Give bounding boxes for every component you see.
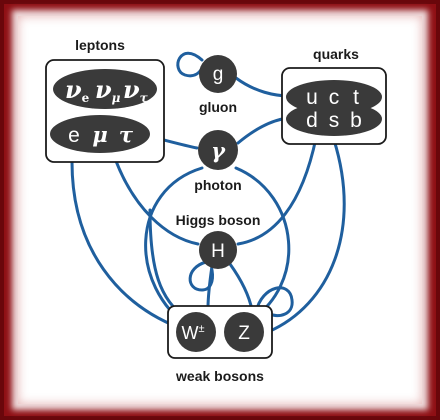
nu-tau-symbol: ντ [123, 75, 149, 105]
photon-label: photon [194, 177, 241, 193]
gluon-group: g gluon [199, 55, 237, 115]
up-quark: u [306, 86, 318, 109]
nu-mu-symbol: νμ [95, 75, 121, 105]
quarks-group: quarks u c t d s b [281, 46, 387, 145]
higgs-label: Higgs boson [176, 212, 261, 228]
gluon-self-loop [176, 51, 204, 78]
gluon-symbol: g [213, 64, 224, 85]
photon-group: γ photon [194, 130, 242, 193]
weak-self-loop [254, 286, 294, 318]
photon-symbol: γ [211, 138, 226, 163]
photon-node [198, 130, 238, 170]
higgs-w-line [206, 264, 214, 310]
w-boson-node [176, 312, 216, 352]
electron-symbol: e [68, 124, 80, 147]
interaction-lines [70, 51, 346, 334]
leptons-group: leptons νe νμ ντ e μ τ [45, 37, 165, 163]
nu-e-symbol: νe [65, 75, 90, 105]
weak-bosons-group: W± Z weak bosons [167, 305, 273, 384]
higgs-node [199, 231, 237, 269]
w-boson-symbol: W± [181, 323, 204, 343]
z-boson-node [224, 312, 264, 352]
muon-symbol: μ [92, 122, 107, 147]
lepton-w-line [70, 160, 182, 330]
higgs-group: Higgs boson H [176, 212, 261, 269]
top-quark: t [353, 86, 359, 109]
strange-quark: s [329, 109, 340, 132]
charm-quark: c [329, 86, 340, 109]
tau-symbol: τ [119, 122, 134, 147]
higgs-self-loop [188, 260, 214, 292]
neutrinos-node [53, 69, 157, 109]
higgs-symbol: H [211, 241, 225, 262]
charged-leptons-node [50, 115, 150, 153]
z-boson-symbol: Z [238, 323, 250, 344]
lepton-higgs-line [110, 148, 200, 246]
weak-bosons-label: weak bosons [175, 368, 264, 384]
bottom-quark: b [350, 109, 362, 132]
gluon-node [199, 55, 237, 93]
down-quarks-node [286, 102, 382, 136]
quark-higgs-line [236, 136, 318, 246]
down-quark: d [306, 109, 318, 132]
quarks-label: quarks [313, 46, 359, 62]
higgs-z-line [228, 262, 254, 312]
quark-z-line [266, 138, 346, 334]
photon-quark-line [236, 116, 290, 145]
leptons-label: leptons [75, 37, 125, 53]
gluon-label: gluon [199, 99, 237, 115]
